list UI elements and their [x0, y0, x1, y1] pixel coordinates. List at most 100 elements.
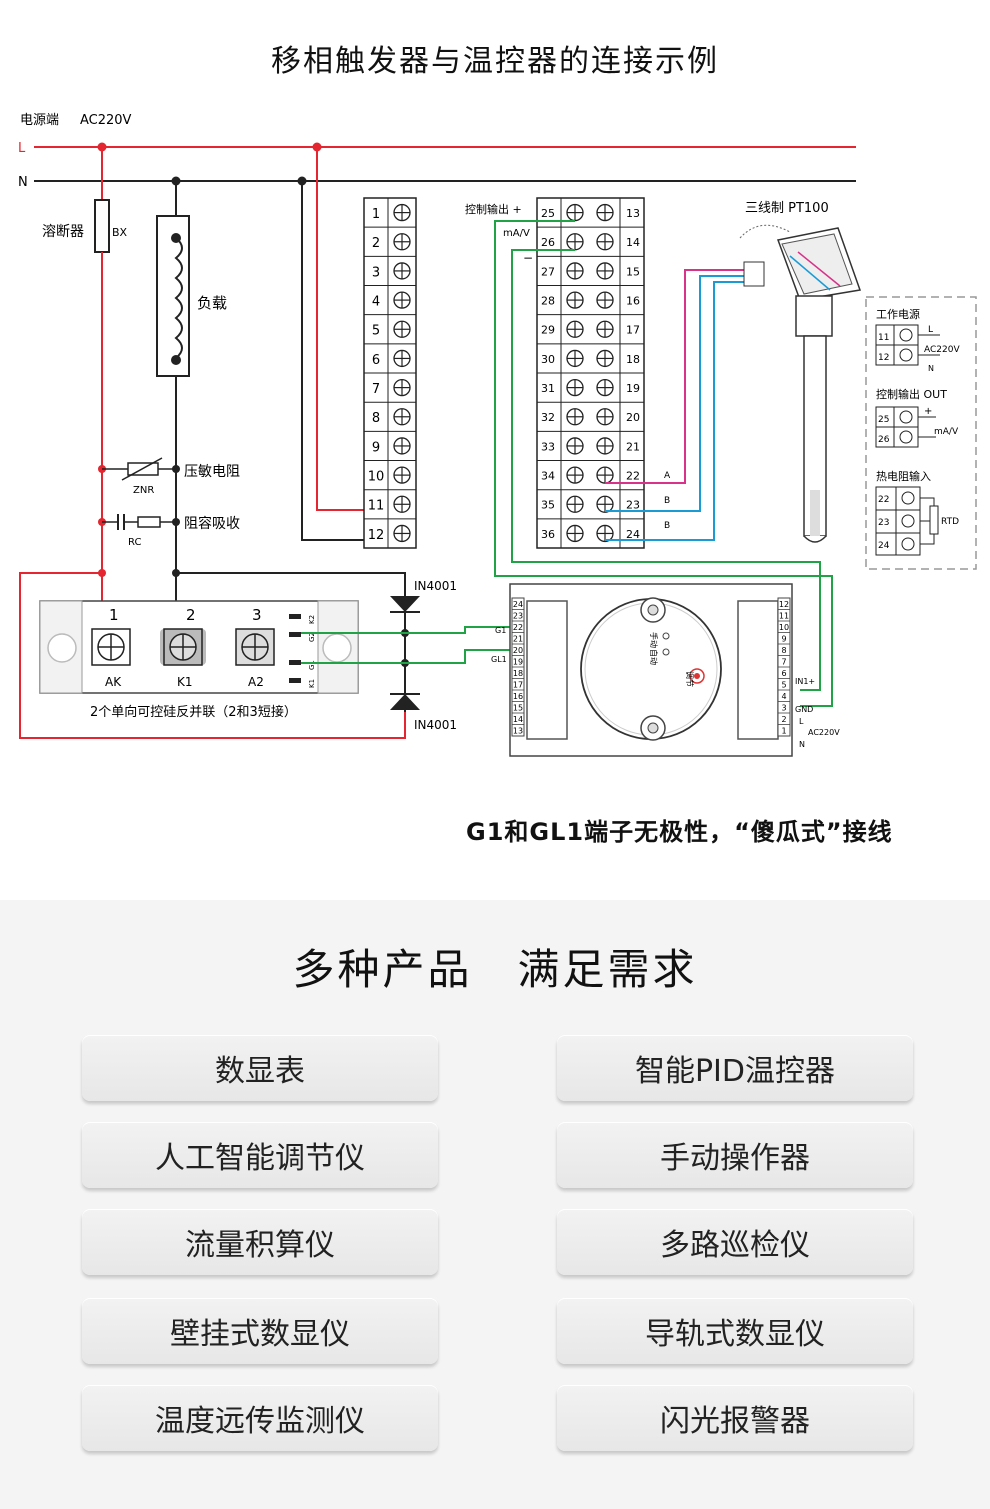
- terminal-number: 27: [541, 265, 555, 278]
- scr-caption: 2个单向可控硅反并联（2和3短接）: [90, 704, 297, 720]
- terminal-number: 3: [372, 265, 380, 280]
- legend-rtd-terminals: [875, 486, 939, 556]
- pt100-label: 三线制 PT100: [745, 201, 829, 216]
- control-wire-minus: [511, 249, 821, 691]
- product-button-pid-controller[interactable]: 智能PID温控器: [557, 1035, 913, 1101]
- rc-resistor: [137, 516, 161, 528]
- legend-output-unit: mA/V: [934, 427, 959, 437]
- product-button-multi-channel-inspector[interactable]: 多路巡检仪: [557, 1209, 913, 1275]
- trigger-terminal-number: 22: [513, 623, 523, 632]
- scr-terminal-3: 3: [252, 606, 262, 624]
- load-label: 负载: [197, 294, 227, 312]
- wiring-note: G1和GL1端子无极性，“傻瓜式”接线: [466, 818, 893, 846]
- scr-live-loop: [19, 572, 406, 739]
- diode-top: [390, 596, 420, 612]
- pt100-sensor-icon: [739, 224, 862, 543]
- trigger-terminal-number: 7: [781, 658, 786, 667]
- product-button-flash-alarm[interactable]: 闪光报警器: [557, 1385, 913, 1451]
- legend-power-t12: 12: [878, 353, 889, 363]
- terminal-number: 7: [372, 382, 380, 397]
- terminal-number: 11: [368, 499, 385, 514]
- product-button-digital-display[interactable]: 数显表: [82, 1035, 438, 1101]
- rc-label: 阻容吸收: [184, 515, 240, 532]
- trigger-gnd-label: GND: [795, 705, 813, 714]
- trigger-terminal-number: 19: [513, 658, 523, 667]
- terminal-number: 29: [541, 324, 555, 337]
- phase-trigger-module: [509, 583, 793, 757]
- trigger-face-manual: 手动: [649, 632, 659, 648]
- legend-power-terminals: [875, 324, 919, 366]
- legend-rtd-t22: 22: [878, 495, 889, 505]
- terminal-number: 34: [541, 470, 555, 483]
- legend-output-t25: 25: [878, 415, 889, 425]
- fuse-label: 溶断器: [42, 224, 84, 240]
- product-button-flow-totalizer[interactable]: 流量积算仪: [82, 1209, 438, 1275]
- trigger-terminal-number: 8: [781, 646, 786, 655]
- legend-rtd-t23: 23: [878, 518, 889, 528]
- terminal-number: 2: [372, 236, 380, 251]
- terminal-number: 24: [626, 528, 640, 541]
- legend-power-voltage: AC220V: [924, 345, 960, 355]
- terminal-number: 5: [372, 324, 380, 339]
- trigger-terminal-number: 12: [779, 600, 789, 609]
- terminal-number: 4: [372, 295, 380, 310]
- trigger-terminal-number: 17: [513, 681, 523, 690]
- trigger-terminal-number: 4: [781, 692, 786, 701]
- terminal-number: 32: [541, 411, 555, 424]
- diagram-title: 移相触发器与温控器的连接示例: [271, 44, 719, 79]
- trigger-N: N: [799, 740, 805, 749]
- product-button-manual-operator[interactable]: 手动操作器: [557, 1122, 913, 1188]
- scr-terminal-2: 2: [186, 606, 196, 624]
- rtd-wire-label-a: A: [664, 471, 671, 481]
- wiring-diagram: 电源端 AC220V L N 溶断器 BX 负载: [18, 113, 977, 757]
- terminal-number: 22: [626, 470, 640, 483]
- terminal-number: 35: [541, 499, 555, 512]
- rtd-wire-a: [605, 269, 755, 484]
- legend-output-t26: 26: [878, 435, 890, 445]
- trigger-in-label: IN1+: [795, 677, 815, 686]
- product-button-ai-regulator[interactable]: 人工智能调节仪: [82, 1122, 438, 1188]
- rtd-wire-label-b2: B: [664, 521, 670, 531]
- scr-label-ak: AK: [105, 675, 122, 689]
- terminal-number: 12: [368, 528, 385, 543]
- terminal-number: 36: [541, 528, 555, 541]
- legend-power-t11: 11: [878, 333, 889, 343]
- terminal-number: 33: [541, 440, 555, 453]
- trigger-terminal-number: 11: [779, 612, 789, 621]
- trigger-terminal-number: 10: [779, 623, 789, 632]
- terminal-number: 10: [368, 470, 385, 485]
- legend-power-L: L: [928, 325, 933, 335]
- fuse: [94, 199, 110, 253]
- terminal-number: 17: [626, 324, 640, 337]
- legend-rtd-t24: 24: [878, 541, 890, 551]
- product-button-temperature-monitor[interactable]: 温度远传监测仪: [82, 1385, 438, 1451]
- scr-label-a2: A2: [248, 675, 264, 689]
- terminal-number: 9: [372, 440, 380, 455]
- load-coil-icon: [174, 237, 183, 359]
- gate-wire-g1: [301, 626, 512, 634]
- diode-label-bottom: IN4001: [414, 718, 457, 732]
- terminal-number: 15: [626, 265, 640, 278]
- trigger-face-adjust: 调节: [685, 671, 694, 687]
- neutral-to-terminal-12: [301, 181, 390, 541]
- product-button-wall-mounted-display[interactable]: 壁挂式数显仪: [82, 1298, 438, 1364]
- trigger-terminal-number: 3: [781, 704, 786, 713]
- terminal-number: 13: [626, 207, 640, 220]
- scr-gate-k2: K2: [308, 615, 316, 624]
- legend-rtd-title: 热电阻输入: [876, 469, 931, 483]
- terminal-number: 26: [541, 236, 555, 249]
- trigger-gate-g1: G1: [495, 626, 506, 635]
- product-button-din-rail-display[interactable]: 导轨式数显仪: [557, 1298, 913, 1364]
- rc-code: RC: [128, 537, 141, 548]
- trigger-terminal-number: 9: [781, 635, 786, 644]
- trigger-terminal-number: 6: [781, 669, 786, 678]
- terminal-number: 20: [626, 411, 640, 424]
- scr-label-k1: K1: [177, 675, 193, 689]
- terminal-number: 31: [541, 382, 555, 395]
- rtd-wire-b2: [605, 281, 755, 541]
